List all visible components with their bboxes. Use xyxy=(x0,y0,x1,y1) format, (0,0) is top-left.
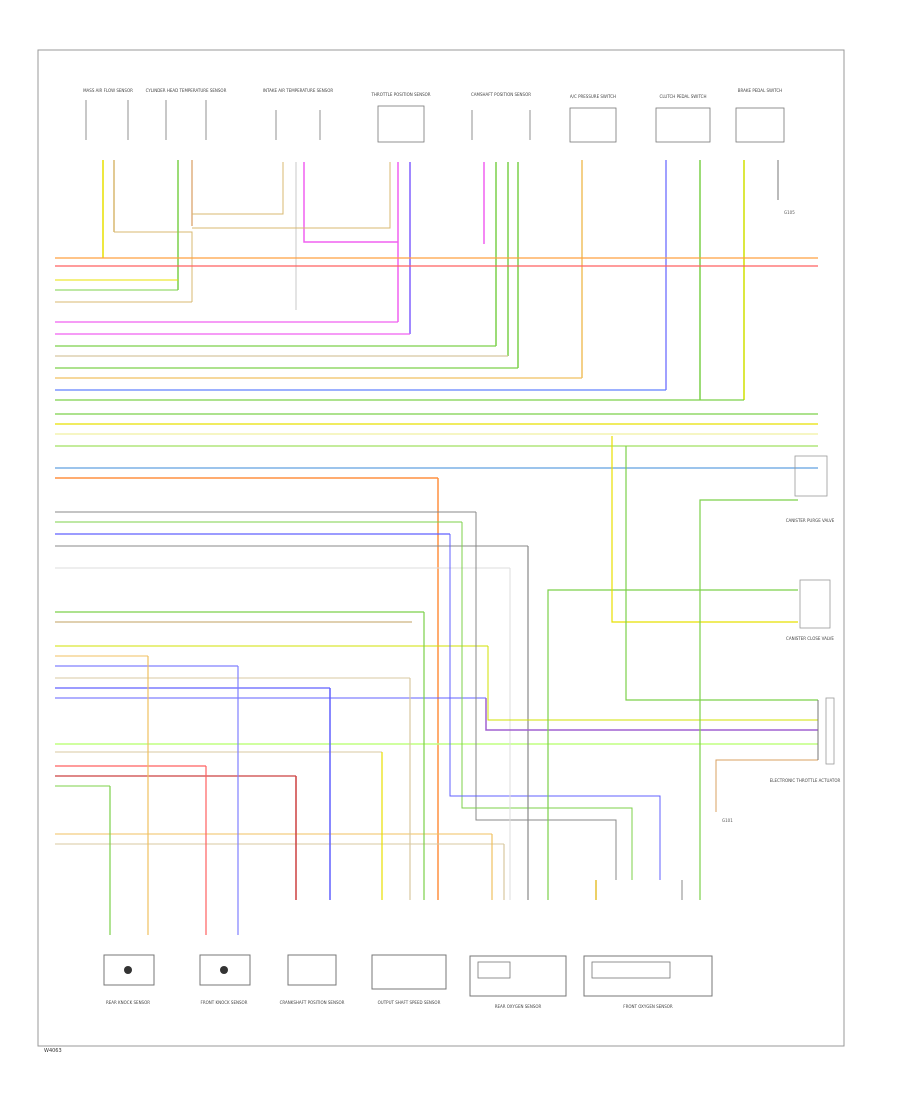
label-cht-sensor: CYLINDER HEAD TEMPERATURE SENSOR xyxy=(146,88,227,93)
label-ac-switch: A/C PRESSURE SWITCH xyxy=(570,94,616,99)
label-front-o2: FRONT OXYGEN SENSOR xyxy=(623,1004,673,1009)
label-ground-g101: G101 xyxy=(722,818,733,823)
label-rear-o2: REAR OXYGEN SENSOR xyxy=(495,1004,542,1009)
label-output-shaft: OUTPUT SHAFT SPEED SENSOR xyxy=(378,1000,441,1005)
label-tps-sensor: THROTTLE POSITION SENSOR xyxy=(370,92,430,97)
vertical-drop-wires xyxy=(109,436,818,935)
label-iat-sensor: INTAKE AIR TEMPERATURE SENSOR xyxy=(263,88,334,93)
top-connector-wires xyxy=(102,160,779,400)
footer-code: W4063 xyxy=(44,1048,62,1054)
label-front-knock: FRONT KNOCK SENSOR xyxy=(201,1000,248,1005)
label-purge-valve: CANISTER PURGE VALVE xyxy=(786,518,835,523)
label-clutch-switch: CLUTCH PEDAL SWITCH xyxy=(660,94,707,99)
label-brake-switch: BRAKE PEDAL SWITCH xyxy=(738,88,782,93)
top-components xyxy=(85,100,785,143)
label-cmp-sensor: CAMSHAFT POSITION SENSOR xyxy=(471,92,531,97)
label-rear-knock: REAR KNOCK SENSOR xyxy=(106,1000,150,1005)
label-throttle-actuator: ELECTRONIC THROTTLE ACTUATOR xyxy=(770,778,841,783)
label-close-valve: CANISTER CLOSE VALVE xyxy=(786,636,834,641)
horizontal-bus-lines xyxy=(55,257,818,900)
bottom-components xyxy=(103,954,713,997)
right-side-pins xyxy=(794,455,835,765)
label-ground-g105: G105 xyxy=(784,210,795,215)
diagram-frame xyxy=(37,49,845,1047)
label-crank-sensor: CRANKSHAFT POSITION SENSOR xyxy=(280,1000,345,1005)
label-maf-sensor: MASS AIR FLOW SENSOR xyxy=(83,88,133,93)
